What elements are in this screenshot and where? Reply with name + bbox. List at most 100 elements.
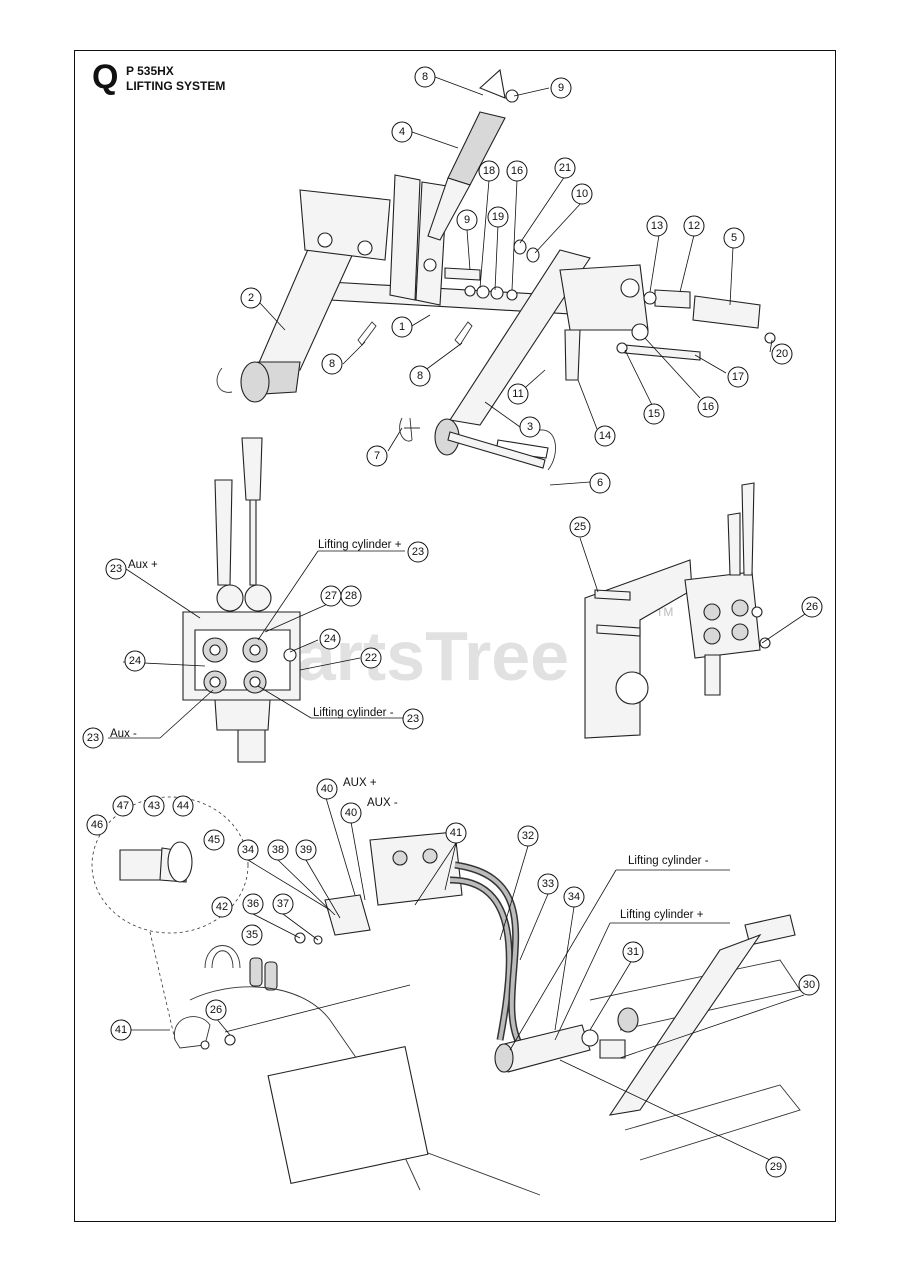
- svg-text:19: 19: [492, 211, 504, 223]
- valve-labels: Aux + Aux - Lifting cylinder + Lifting c…: [108, 539, 405, 740]
- svg-text:16: 16: [511, 165, 523, 177]
- svg-text:4: 4: [399, 126, 405, 138]
- svg-text:12: 12: [688, 220, 700, 232]
- callout-42: 42: [211, 896, 233, 918]
- svg-text:34: 34: [568, 891, 580, 903]
- svg-text:34: 34: [242, 844, 254, 856]
- label-lifting-cylinder-plus-2: Lifting cylinder +: [620, 909, 704, 921]
- callout-29: 29: [765, 1156, 787, 1178]
- svg-text:17: 17: [732, 371, 744, 383]
- callout-38: 38: [267, 839, 289, 861]
- svg-text:23: 23: [412, 546, 424, 558]
- callout-5: 5: [723, 227, 745, 249]
- label-lifting-cylinder-minus-1: Lifting cylinder -: [313, 707, 394, 719]
- svg-text:36: 36: [247, 898, 259, 910]
- control-valve-front: [182, 437, 301, 763]
- svg-text:1: 1: [399, 321, 405, 333]
- svg-text:35: 35: [246, 929, 258, 941]
- callout-28: 28: [340, 585, 362, 607]
- svg-text:27: 27: [325, 590, 337, 602]
- callout-40a: 40: [316, 778, 338, 800]
- callout-18: 18: [478, 160, 500, 182]
- callout-27: 27: [320, 585, 342, 607]
- callout-23d: 23: [82, 727, 104, 749]
- callout-26b: 26: [205, 999, 227, 1021]
- callout-47: 47: [112, 795, 134, 817]
- callout-41a: 41: [445, 822, 467, 844]
- diagram-border: [74, 50, 836, 1222]
- callout-37: 37: [272, 893, 294, 915]
- callout-16b: 16: [697, 396, 719, 418]
- svg-text:20: 20: [776, 348, 788, 360]
- svg-text:26: 26: [806, 601, 818, 613]
- svg-text:30: 30: [803, 979, 815, 991]
- svg-text:46: 46: [91, 819, 103, 831]
- callout-11: 11: [507, 383, 529, 405]
- model-number: P 535HX: [126, 64, 174, 78]
- svg-text:33: 33: [542, 878, 554, 890]
- svg-text:23: 23: [407, 713, 419, 725]
- svg-text:42: 42: [216, 901, 228, 913]
- callout-17: 17: [727, 366, 749, 388]
- callout-44: 44: [172, 795, 194, 817]
- callout-4: 4: [391, 121, 413, 143]
- top-leaders: [259, 76, 773, 486]
- callout-32: 32: [517, 825, 539, 847]
- callout-34b: 34: [237, 839, 259, 861]
- section-letter: Q: [92, 58, 119, 96]
- valve-bracket-assembly: [579, 482, 806, 739]
- callout-33: 33: [537, 873, 559, 895]
- svg-text:9: 9: [558, 82, 564, 94]
- callout-40b: 40: [340, 802, 362, 824]
- svg-text:23: 23: [110, 563, 122, 575]
- svg-text:8: 8: [329, 358, 335, 370]
- callout-8c: 8: [321, 353, 343, 375]
- callout-35: 35: [241, 924, 263, 946]
- callouts: 8 9 4 18 16 21 10 9 19 13 12 5 2 1 8 8 1…: [82, 66, 823, 1178]
- svg-text:22: 22: [365, 652, 377, 664]
- callout-12: 12: [683, 215, 705, 237]
- callout-10: 10: [571, 183, 593, 205]
- callout-24b: 24: [124, 650, 146, 672]
- svg-text:31: 31: [627, 946, 639, 958]
- svg-text:38: 38: [272, 844, 284, 856]
- callout-23c: 23: [402, 708, 424, 730]
- svg-text:29: 29: [770, 1161, 782, 1173]
- diagram-title: LIFTING SYSTEM: [126, 79, 226, 93]
- callout-39: 39: [295, 839, 317, 861]
- hose-labels: AUX + AUX - Lifting cylinder - Lifting c…: [131, 777, 805, 1161]
- svg-text:47: 47: [117, 800, 129, 812]
- callout-24a: 24: [319, 628, 341, 650]
- watermark-text: PartsTree: [250, 617, 569, 695]
- svg-text:15: 15: [648, 408, 660, 420]
- callout-22: 22: [360, 647, 382, 669]
- callout-36: 36: [242, 893, 264, 915]
- callout-8: 8: [414, 66, 436, 88]
- svg-text:21: 21: [559, 162, 571, 174]
- callout-16: 16: [506, 160, 528, 182]
- svg-text:9: 9: [464, 214, 470, 226]
- svg-text:40: 40: [345, 807, 357, 819]
- lift-arm-assembly: [216, 68, 776, 471]
- label-aux-plus-upper: AUX +: [343, 777, 377, 789]
- svg-text:44: 44: [177, 800, 189, 812]
- svg-text:37: 37: [277, 898, 289, 910]
- callout-14: 14: [594, 425, 616, 447]
- callout-3: 3: [519, 416, 541, 438]
- callout-2: 2: [240, 287, 262, 309]
- callout-9b: 9: [456, 209, 478, 231]
- svg-text:8: 8: [422, 71, 428, 83]
- label-aux-minus-upper: AUX -: [367, 797, 398, 809]
- callout-25: 25: [569, 516, 591, 538]
- label-lifting-cylinder-minus-2: Lifting cylinder -: [628, 855, 709, 867]
- callout-43: 43: [143, 795, 165, 817]
- svg-text:11: 11: [512, 388, 523, 400]
- callout-30: 30: [798, 974, 820, 996]
- svg-text:23: 23: [87, 732, 99, 744]
- callout-26: 26: [801, 596, 823, 618]
- svg-text:18: 18: [483, 165, 495, 177]
- svg-text:2: 2: [248, 292, 254, 304]
- svg-text:28: 28: [345, 590, 357, 602]
- callout-23a: 23: [407, 541, 429, 563]
